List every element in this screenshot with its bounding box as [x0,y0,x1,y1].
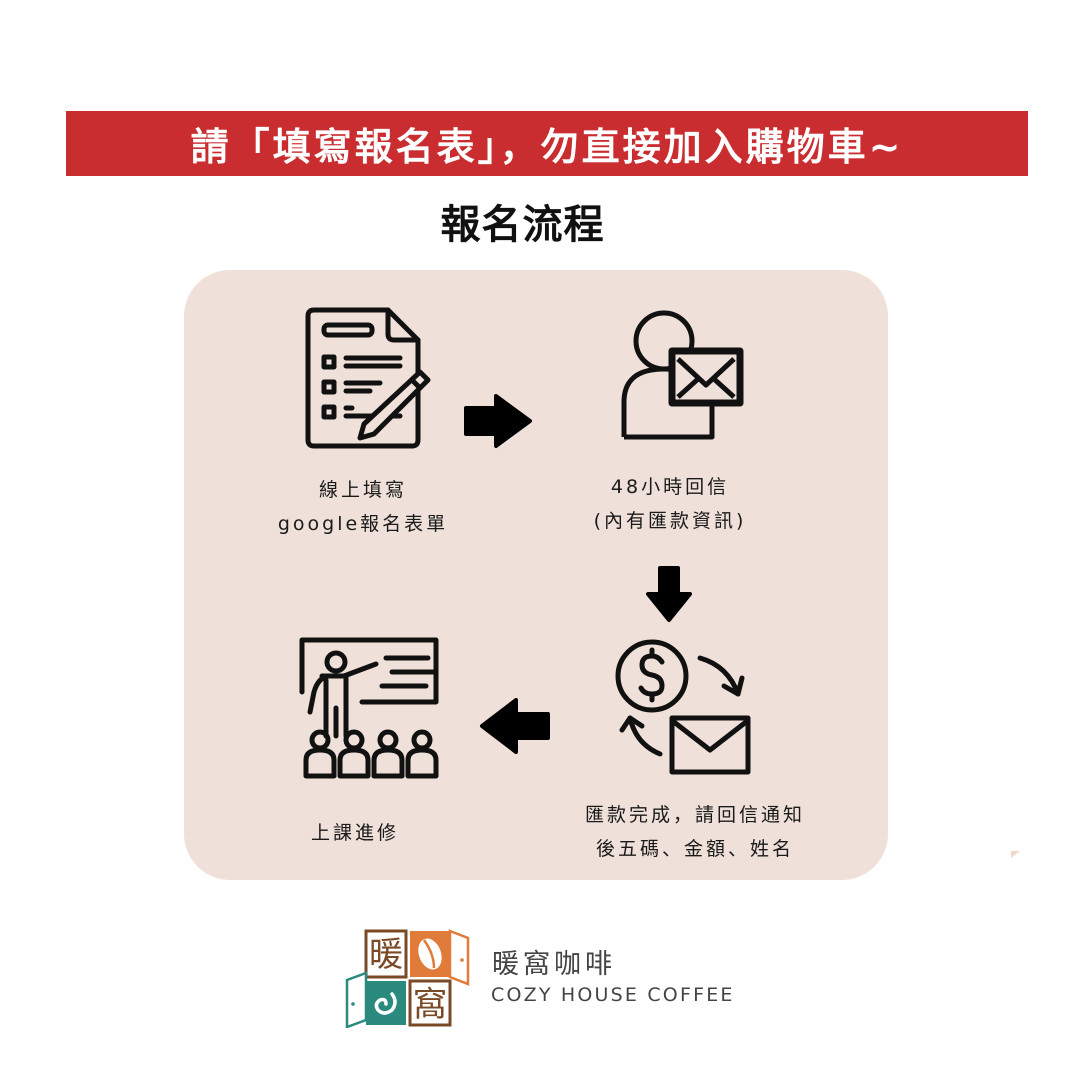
process-panel [184,270,888,880]
step-3-label: 匯款完成，請回信通知 後五碼、金額、姓名 [560,798,830,866]
arrow-left-icon [480,698,550,754]
teacher-class-icon [299,637,439,779]
step-3-line-1: 匯款完成，請回信通知 [584,804,805,826]
step-4-line-1: 上課進修 [310,822,399,844]
notice-banner: 請「填寫報名表」，勿直接加入購物車~ [66,111,1028,176]
step-1-line-2: google報名表單 [277,513,449,535]
step-2-label: 48小時回信 (內有匯款資訊) [560,470,780,538]
step-1-line-1: 線上填寫 [318,479,407,501]
payment-mail-cycle-icon [615,639,751,775]
arrow-down-icon [646,566,692,622]
svg-text:窩: 窩 [413,985,447,1025]
brand-name-zh: 暖窩咖啡 [492,949,616,980]
cozy-house-logo-icon: 暖 窩 [345,929,470,1028]
arrow-right-icon [464,394,532,448]
person-mail-icon [621,310,744,440]
svg-text:暖: 暖 [369,935,403,975]
brand-name-en: COZY HOUSE COFFEE [491,984,735,1006]
decorative-corner-mark [1011,851,1020,858]
form-pencil-icon [305,307,431,449]
notice-text: 請「填寫報名表」，勿直接加入購物車~ [190,125,904,169]
step-2-line-2: (內有匯款資訊) [593,510,747,532]
step-3-line-2: 後五碼、金額、姓名 [595,838,794,860]
page-title: 報名流程 [440,202,605,248]
step-1-label: 線上填寫 google報名表單 [250,473,476,541]
step-2-line-1: 48小時回信 [610,476,730,498]
step-4-label: 上課進修 [290,816,420,850]
